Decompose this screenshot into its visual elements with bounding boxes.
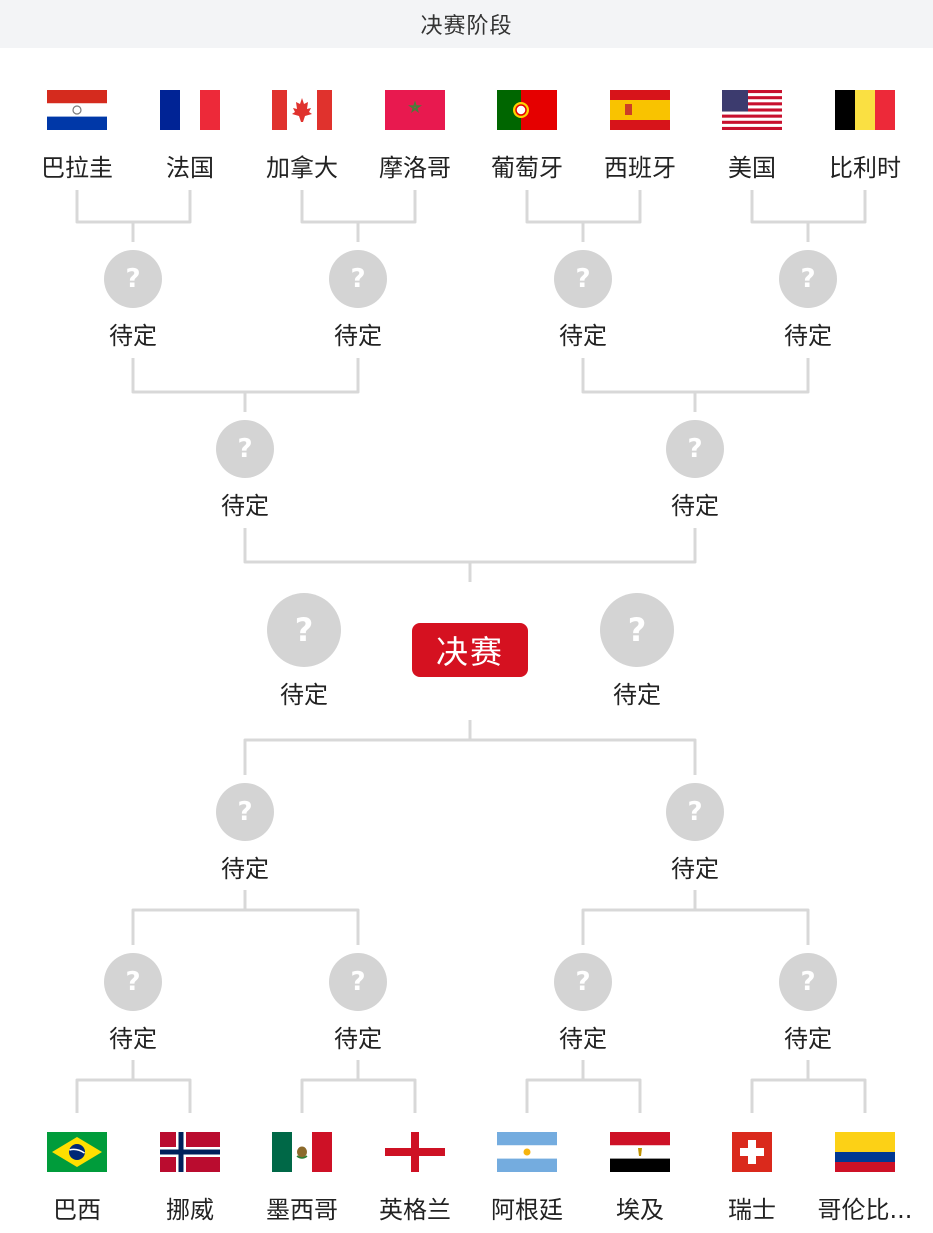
slot-label: 待定 <box>784 322 832 350</box>
stage-header: 决赛阶段 <box>0 0 933 48</box>
team-name: 埃及 <box>616 1196 664 1224</box>
canada-flag-icon <box>272 90 332 130</box>
team-name: 巴西 <box>53 1196 101 1224</box>
slot-label: 待定 <box>109 1025 157 1053</box>
unknown-team-icon: ? <box>216 420 274 478</box>
team-name: 比利时 <box>829 154 901 182</box>
match-slot-top-qf-2[interactable]: ? 待定 <box>645 420 745 520</box>
unknown-team-icon: ? <box>666 783 724 841</box>
unknown-team-icon: ? <box>104 953 162 1011</box>
france-flag-icon <box>160 90 220 130</box>
match-slot-bottom-qf-2[interactable]: ? 待定 <box>645 783 745 883</box>
egypt-flag-icon <box>610 1132 670 1172</box>
team-name: 墨西哥 <box>266 1196 338 1224</box>
unknown-team-icon: ? <box>554 953 612 1011</box>
match-slot-top-r16-4[interactable]: ? 待定 <box>758 250 858 350</box>
brazil-flag-icon <box>47 1132 107 1172</box>
match-slot-bottom-r16-4[interactable]: ? 待定 <box>758 953 858 1053</box>
spain-flag-icon <box>610 90 670 130</box>
slot-label: 待定 <box>109 322 157 350</box>
slot-label: 待定 <box>221 855 269 883</box>
unknown-team-icon: ? <box>600 593 674 667</box>
unknown-team-icon: ? <box>779 953 837 1011</box>
team-name: 哥伦比... <box>817 1196 913 1224</box>
portugal-flag-icon <box>497 90 557 130</box>
match-slot-top-r16-1[interactable]: ? 待定 <box>83 250 183 350</box>
team-name: 英格兰 <box>379 1196 451 1224</box>
match-slot-bottom-r16-1[interactable]: ? 待定 <box>83 953 183 1053</box>
belgium-flag-icon <box>835 90 895 130</box>
switzerland-flag-icon <box>722 1132 782 1172</box>
team-name: 摩洛哥 <box>379 154 451 182</box>
team-name: 巴拉圭 <box>41 154 113 182</box>
unknown-team-icon: ? <box>267 593 341 667</box>
team-name: 瑞士 <box>728 1196 776 1224</box>
team-name: 法国 <box>166 154 214 182</box>
team-name: 挪威 <box>166 1196 214 1224</box>
slot-label: 待定 <box>280 681 328 709</box>
slot-label: 待定 <box>784 1025 832 1053</box>
england-flag-icon <box>385 1132 445 1172</box>
unknown-team-icon: ? <box>329 953 387 1011</box>
match-slot-top-qf-1[interactable]: ? 待定 <box>195 420 295 520</box>
unknown-team-icon: ? <box>666 420 724 478</box>
team-name: 加拿大 <box>266 154 338 182</box>
team-name: 阿根廷 <box>491 1196 563 1224</box>
match-slot-bottom-r16-3[interactable]: ? 待定 <box>533 953 633 1053</box>
norway-flag-icon <box>160 1132 220 1172</box>
match-slot-top-r16-3[interactable]: ? 待定 <box>533 250 633 350</box>
slot-label: 待定 <box>334 1025 382 1053</box>
paraguay-flag-icon <box>47 90 107 130</box>
slot-label: 待定 <box>334 322 382 350</box>
stage-title: 决赛阶段 <box>420 14 513 39</box>
mexico-flag-icon <box>272 1132 332 1172</box>
slot-label: 待定 <box>221 492 269 520</box>
slot-label: 待定 <box>559 1025 607 1053</box>
team-name: 美国 <box>728 154 776 182</box>
slot-label: 待定 <box>671 492 719 520</box>
unknown-team-icon: ? <box>779 250 837 308</box>
match-slot-bottom-r16-2[interactable]: ? 待定 <box>308 953 408 1053</box>
match-slot-bottom-qf-1[interactable]: ? 待定 <box>195 783 295 883</box>
unknown-team-icon: ? <box>329 250 387 308</box>
finalist-slot-2[interactable]: ? 待定 <box>587 593 687 709</box>
unknown-team-icon: ? <box>104 250 162 308</box>
match-slot-top-r16-2[interactable]: ? 待定 <box>308 250 408 350</box>
slot-label: 待定 <box>559 322 607 350</box>
usa-flag-icon <box>722 90 782 130</box>
unknown-team-icon: ? <box>216 783 274 841</box>
team-name: 葡萄牙 <box>491 154 563 182</box>
finalist-slot-1[interactable]: ? 待定 <box>254 593 354 709</box>
slot-label: 待定 <box>671 855 719 883</box>
morocco-flag-icon <box>385 90 445 130</box>
argentina-flag-icon <box>497 1132 557 1172</box>
unknown-team-icon: ? <box>554 250 612 308</box>
team-name: 西班牙 <box>604 154 676 182</box>
colombia-flag-icon <box>835 1132 895 1172</box>
slot-label: 待定 <box>613 681 661 709</box>
final-badge[interactable]: 决赛 <box>412 623 528 677</box>
